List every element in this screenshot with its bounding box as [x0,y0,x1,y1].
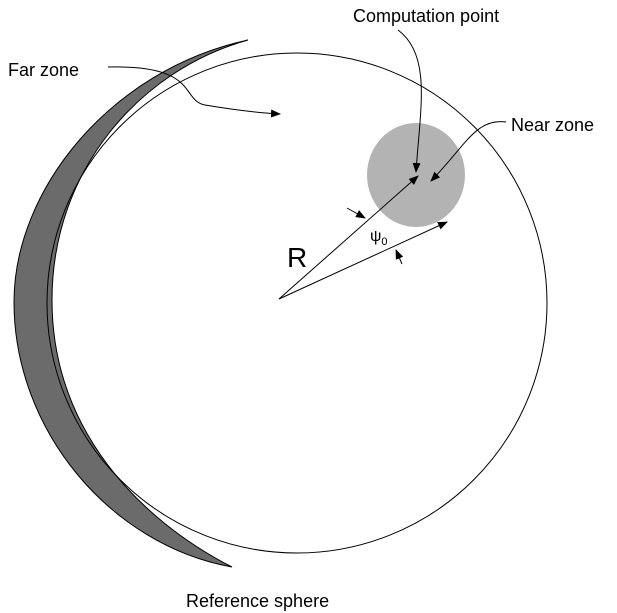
sphere-crescent-shading [13,39,249,568]
near-zone-arrow [430,121,507,182]
reference-sphere-label: Reference sphere [186,591,329,611]
computation-point-arrow [397,29,422,173]
far-zone-label: Far zone [8,60,79,80]
radius-line-upper [278,175,419,300]
near-zone-label: Near zone [511,115,594,135]
angle-tick-upper [346,207,366,219]
angle-subscript: 0 [381,236,387,248]
radius-line-lower [278,221,448,300]
reference-sphere-circle [46,52,548,554]
angle-label: ψ0 [370,228,388,248]
computation-point-label: Computation point [353,6,499,26]
angle-symbol: ψ [370,228,381,245]
near-zone-region [367,123,465,227]
far-zone-arrow [107,66,281,118]
angle-tick-lower [395,249,404,265]
radius-label: R [287,242,307,273]
